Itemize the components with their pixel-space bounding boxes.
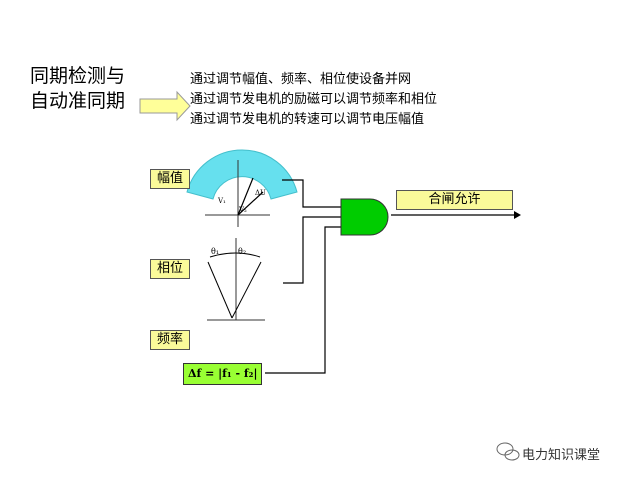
and-gate-icon — [340, 198, 389, 236]
phase-label: 相位 — [150, 259, 191, 279]
output-arrowhead — [514, 211, 521, 219]
title-line-2: 自动准同期 — [30, 90, 126, 112]
connection-lines — [265, 179, 514, 374]
title-line-1: 同期检测与 — [30, 65, 126, 87]
frequency-label: 频率 — [150, 330, 191, 350]
wechat-icon — [496, 442, 520, 461]
phase-vector-1 — [207, 261, 233, 319]
amplitude-label: 幅值 — [150, 169, 191, 189]
gauge-v2-label: V₂ — [239, 206, 247, 214]
phase-vector-2 — [231, 261, 262, 319]
frequency-formula: Δf = |f₁ - f₂| — [183, 363, 263, 385]
theta1-label: θ₁ — [211, 247, 220, 256]
theta2-label: θ₂ — [238, 247, 247, 256]
phase-arc — [209, 252, 261, 258]
gauge-v1-label: V₁ — [218, 197, 226, 205]
close-permit-output: 合闸允许 — [396, 190, 513, 210]
v2-vector — [237, 191, 264, 216]
phase-diagram — [207, 238, 265, 321]
v1-vector — [237, 177, 254, 216]
description-line-3: 通过调节发电机的转速可以调节电压幅值 — [190, 112, 425, 127]
right-arrow-icon — [139, 90, 191, 122]
gauge-delta-label: ΔU — [255, 189, 266, 197]
description-line-2: 通过调节发电机的励磁可以调节频率和相位 — [190, 92, 438, 107]
watermark: 电力知识课堂 — [522, 448, 601, 463]
description-line-1: 通过调节幅值、频率、相位使设备并网 — [190, 72, 412, 87]
amplitude-gauge — [186, 149, 298, 227]
